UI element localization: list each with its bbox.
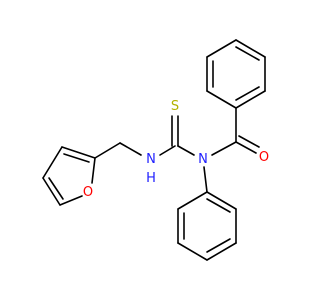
molecule-structure-drawing: S N N H O O xyxy=(42,39,269,261)
bond xyxy=(42,146,63,179)
bond-thiocarbonyl-to-nh xyxy=(159,145,176,156)
bond-double-inner xyxy=(48,177,64,200)
bond-methylene-to-furan xyxy=(94,142,121,159)
bond-double-inner xyxy=(206,238,231,253)
amine-nitrogen-label: N xyxy=(146,152,156,167)
carbonyl-oxygen-label: O xyxy=(259,150,269,165)
bond xyxy=(59,195,83,206)
bond xyxy=(177,191,208,210)
bond xyxy=(206,191,237,210)
bond-carbonyl-to-n xyxy=(211,141,237,156)
bond-n-to-thiocarbonyl xyxy=(177,145,195,156)
molecule-structure-canvas: S N N H O O xyxy=(42,39,269,261)
furan-oxygen-label: O xyxy=(83,185,93,200)
bond-double-inner xyxy=(63,153,90,163)
furan-ring xyxy=(42,146,96,206)
bond-carbonyl-double xyxy=(238,135,260,148)
bond xyxy=(235,90,266,109)
amine-hydrogen-label: H xyxy=(146,171,156,186)
benzoyl-phenyl-ring xyxy=(206,39,266,109)
bond-nh-to-methylene xyxy=(119,142,142,156)
bond xyxy=(42,177,61,206)
bond xyxy=(61,146,96,159)
thioamide-nitrogen-label: N xyxy=(198,152,208,167)
bond xyxy=(206,90,237,109)
bond xyxy=(206,39,237,58)
bond-double-inner xyxy=(235,86,260,101)
bond-double-inner xyxy=(206,198,231,213)
bond-double-inner xyxy=(235,46,260,61)
n-phenyl-ring xyxy=(177,191,237,261)
bond xyxy=(177,242,208,261)
bond-n-to-phenyl xyxy=(203,166,208,193)
bond xyxy=(235,39,266,58)
sulfur-atom-label: S xyxy=(171,99,179,114)
bond xyxy=(91,157,96,184)
bond xyxy=(206,242,237,261)
bond-carbonyl-double xyxy=(235,141,257,154)
